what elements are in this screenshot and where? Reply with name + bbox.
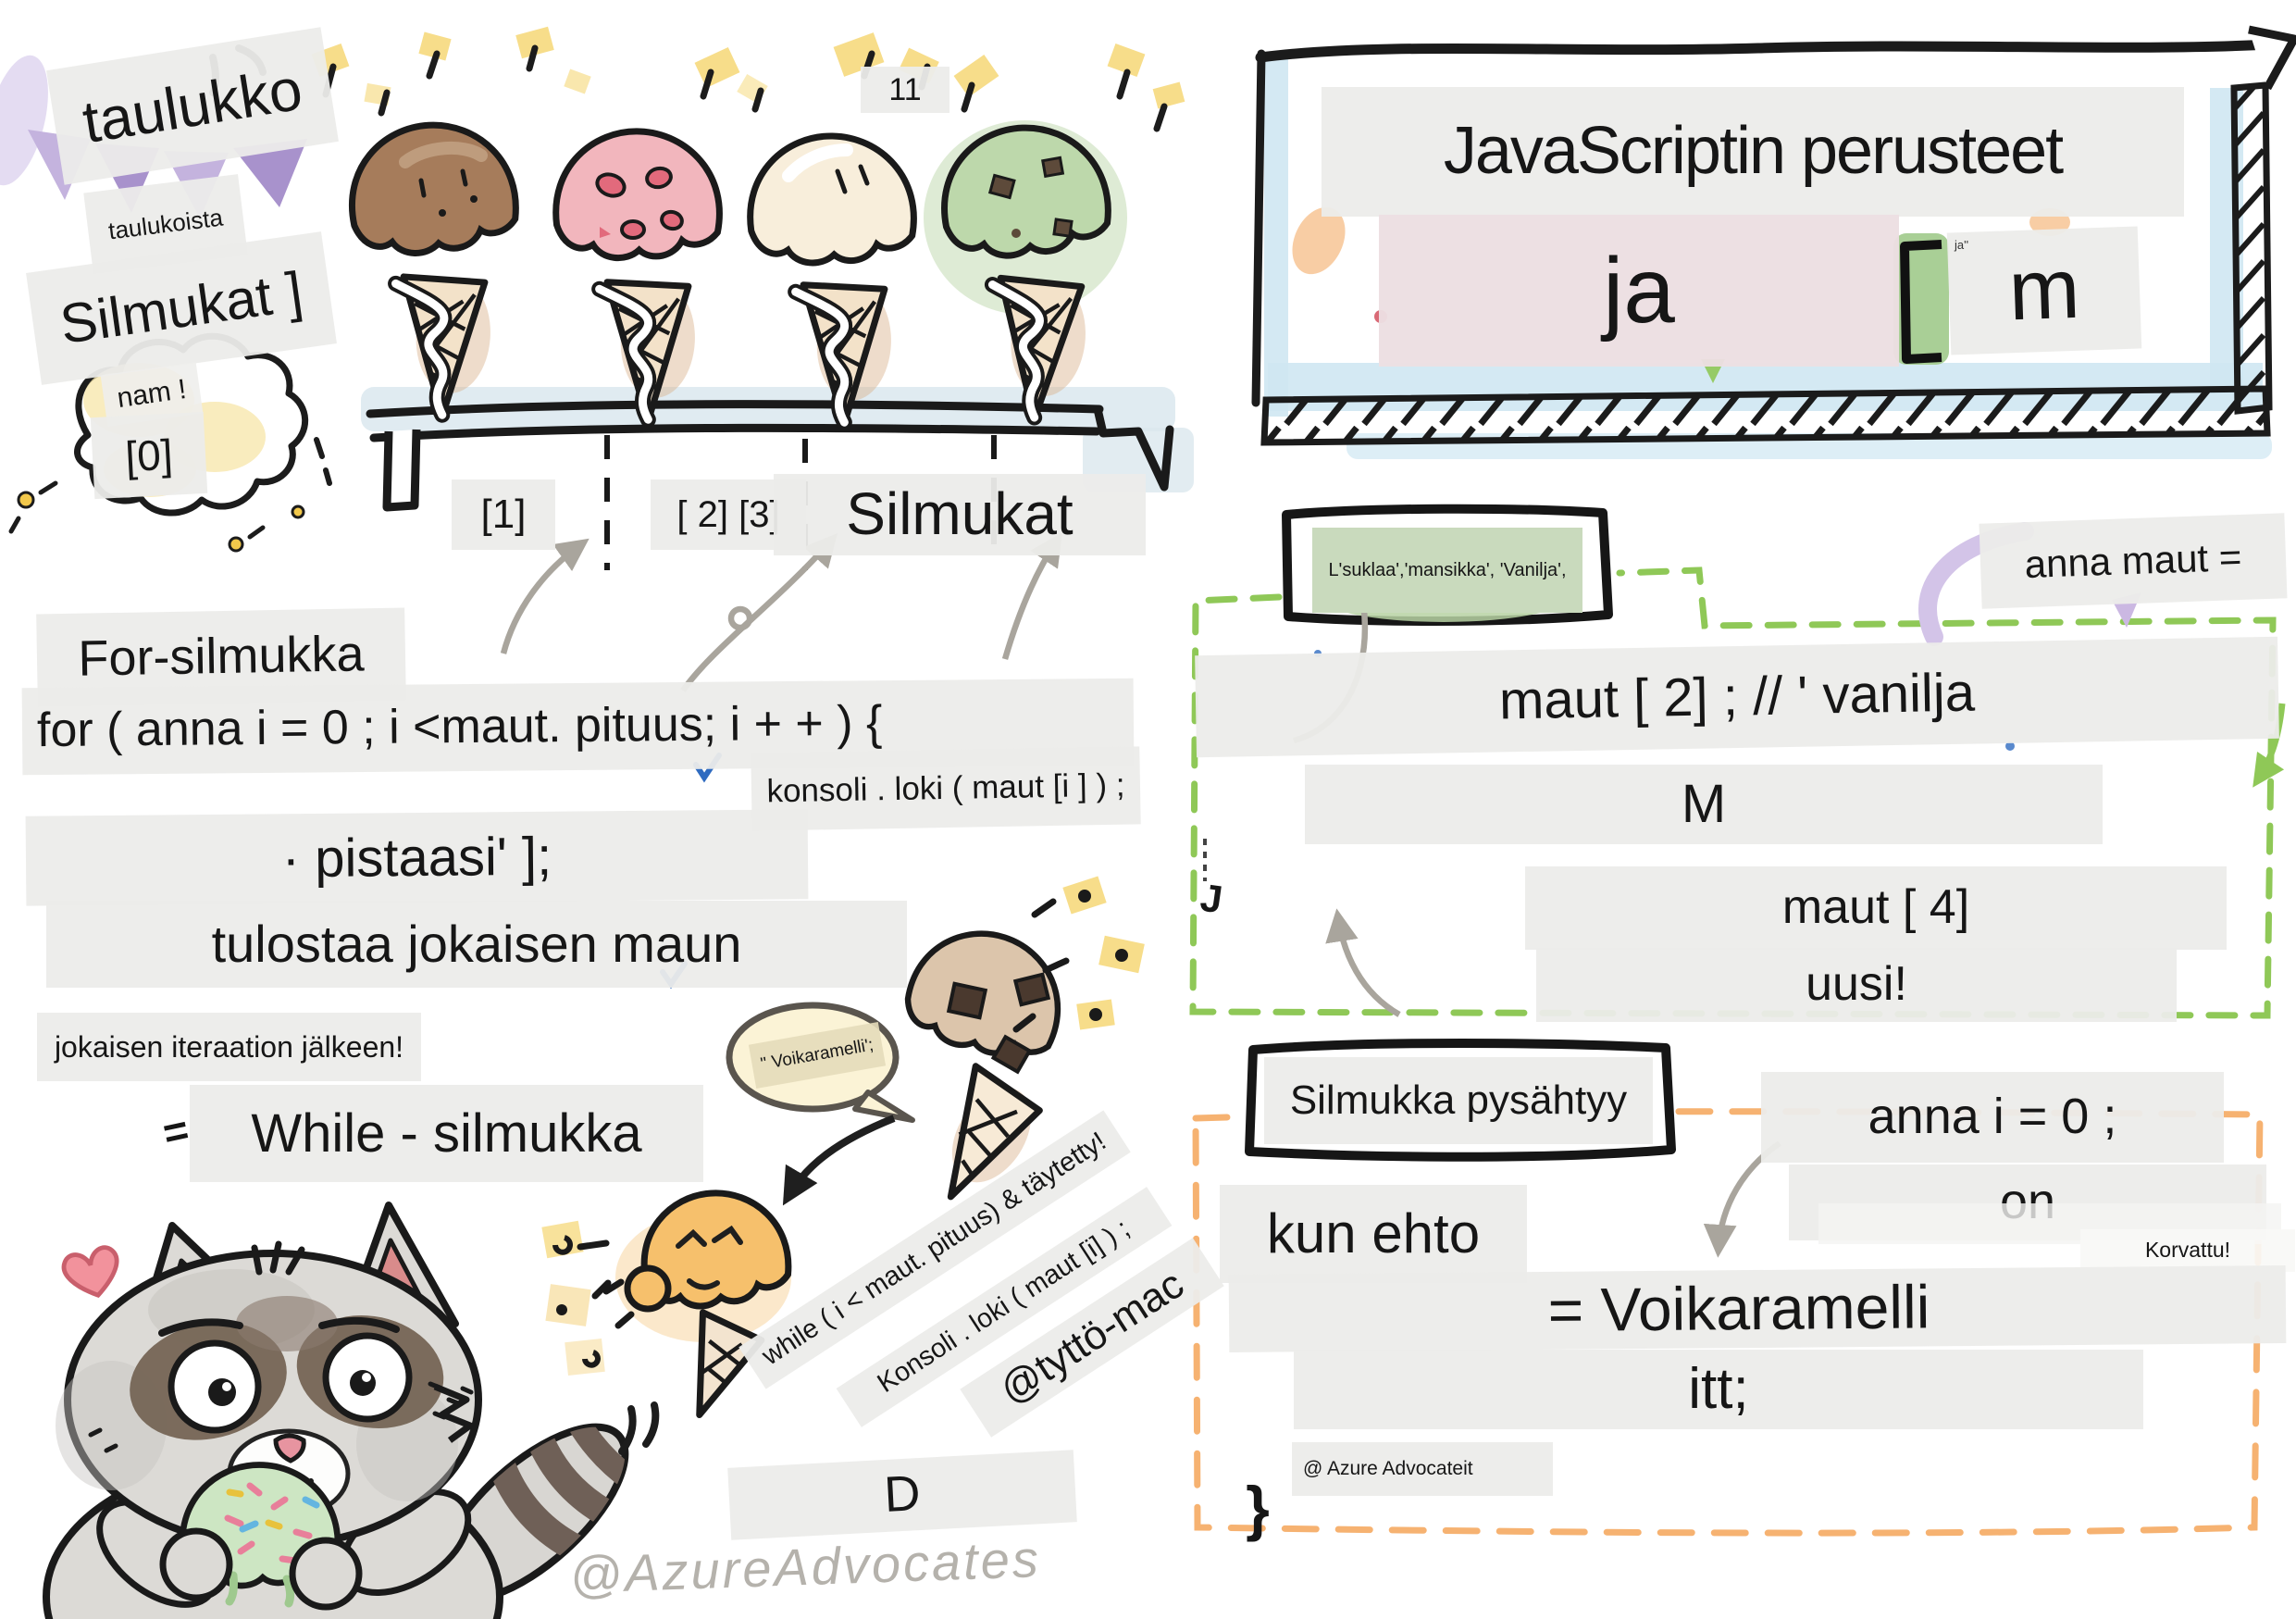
index0-label: [0] — [90, 411, 208, 500]
itt-label: itt; — [1294, 1350, 2143, 1429]
black-arrow-icon — [782, 1115, 896, 1206]
count-label: 11 — [861, 67, 949, 113]
kun-ehto-label: kun ehto — [1220, 1185, 1527, 1283]
assign-label: anna maut = — [1979, 513, 2288, 609]
maut4-label: maut [ 4] — [1525, 866, 2227, 950]
strawberry-cone-icon — [554, 129, 722, 424]
vanilla-cone-icon — [750, 134, 915, 426]
falling-cone-icon — [898, 876, 1145, 1201]
m-label: M — [1305, 765, 2103, 844]
stop-title: Silmukka pysähtyy — [1264, 1057, 1653, 1144]
array-values-label: L'suklaa','mansikka', 'Vanilja', — [1312, 528, 1582, 613]
vanilla-index-line: maut [ 2] ; // ' vanilja — [1195, 636, 2279, 758]
stop-section-box — [1192, 1108, 2264, 1537]
heart-icon — [61, 1245, 119, 1299]
voikaramelli-line: = Voikaramelli — [1228, 1265, 2287, 1352]
caramel-cone-icon — [541, 1189, 791, 1419]
azure-credit: @ Azure Advocateit — [1292, 1442, 1553, 1496]
while-heading: While - silmukka — [190, 1085, 703, 1182]
init-label: anna i = 0 ; — [1761, 1072, 2224, 1163]
watermark-signature: @AzureAdvocates — [568, 1529, 1042, 1605]
korvattu-label: Korvattu! — [2080, 1229, 2295, 1272]
index1-label: [1] — [452, 479, 555, 550]
uusi-label: uusi! — [1536, 948, 2177, 1022]
banner-title: JavaScriptin perusteet — [1322, 87, 2184, 217]
iteration-note: jokaisen iteraation jälkeen! — [37, 1013, 421, 1081]
raccoon-illustration — [43, 1202, 660, 1619]
j-mark: J — [1198, 875, 1225, 921]
banner-tiny-text: ja'' — [1955, 238, 1969, 253]
tulostaa-line: tulostaa jokaisen maun — [46, 901, 907, 988]
silmukat-title: Silmukat — [774, 474, 1146, 555]
confetti-decoration — [311, 26, 1185, 132]
pistaasi-line: · pistaasi' ]; — [25, 809, 809, 906]
mint-cone-icon — [924, 120, 1127, 424]
chocolate-cone-icon — [348, 121, 518, 420]
closing-brace: } — [1246, 1474, 1270, 1543]
banner-ja: ja — [1379, 215, 1899, 367]
console-log-line: konsoli . loki ( maut [i ] ) ; — [751, 746, 1141, 831]
